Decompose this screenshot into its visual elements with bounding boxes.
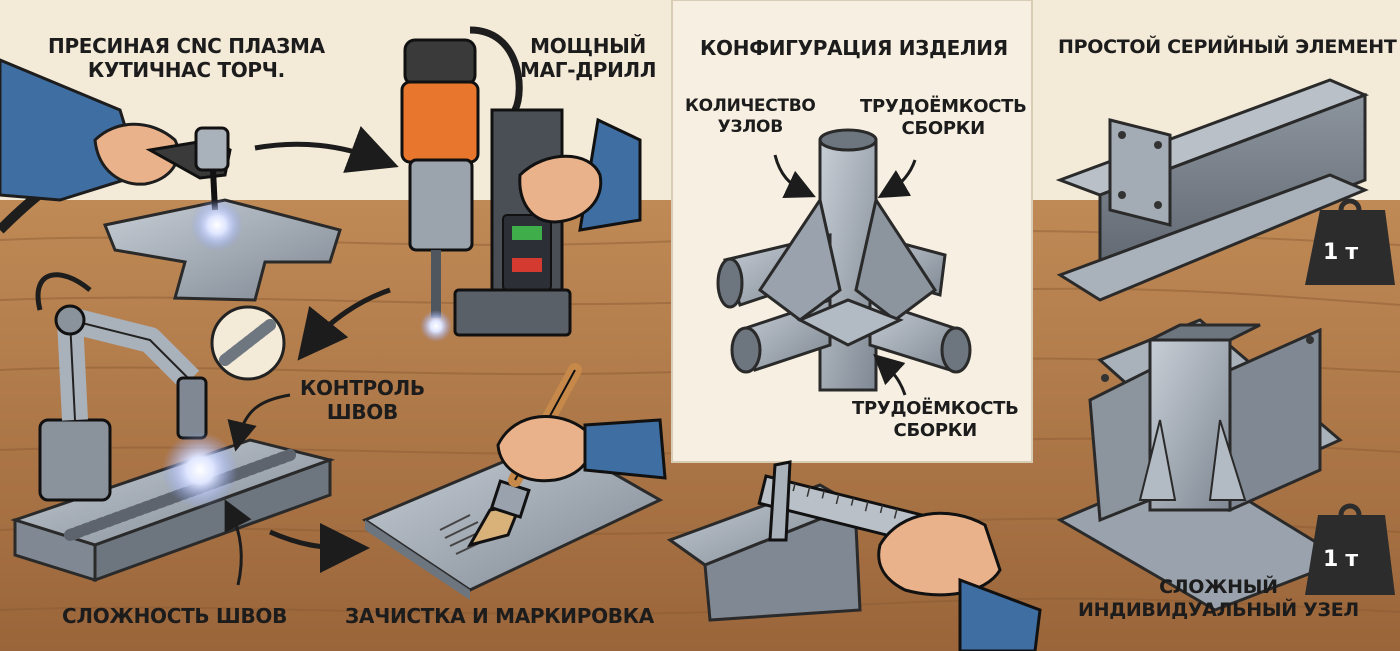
drill-spark	[420, 310, 452, 342]
arrow-nodes	[773, 154, 816, 198]
arrow-seam-control	[227, 393, 291, 452]
beam-bottom-flange	[1056, 173, 1369, 302]
drill-gearbox	[408, 158, 474, 252]
cleaning-sleeve	[583, 418, 667, 480]
drill-scene	[400, 26, 642, 342]
cleaning-label: ЗАЧИСТКА И МАРКИРОВКА	[345, 604, 654, 628]
drill-motor-cap	[403, 38, 477, 87]
robot-base	[38, 418, 112, 502]
arrow-to-cleaning	[269, 522, 370, 573]
weight-icon-simple	[1305, 210, 1395, 285]
drill-motor-body	[400, 80, 480, 164]
drill-label: МОЩНЫЙ МАГ-ДРИЛЛ	[520, 34, 656, 83]
node-base-plate	[796, 298, 904, 347]
drill-magnet-base	[453, 288, 572, 337]
arrow-labor-bottom	[873, 353, 907, 396]
nodes-line1: КОЛИЧЕСТВО	[685, 96, 816, 116]
simple-beam-drawing	[1055, 78, 1370, 302]
config-title: КОНФИГУРАЦИЯ ИЗДЕЛИЯ	[700, 36, 1008, 60]
cleaning-scene	[361, 363, 667, 600]
caliper-sleeve	[958, 577, 1042, 651]
arrow-to-welding	[297, 287, 391, 361]
drill-operator-hand	[518, 154, 603, 224]
seam-control-line1: КОНТРОЛЬ	[300, 376, 425, 400]
labor-top-line2: СБОРКИ	[901, 117, 986, 139]
complex-line2: ИНДИВИДУАЛЬНЫЙ УЗЕЛ	[1078, 599, 1359, 622]
cleaning-hand	[496, 415, 593, 483]
caliper-scene	[666, 460, 1042, 651]
drill-red-button	[512, 258, 542, 272]
seam-control-label: КОНТРОЛЬ ШВОВ	[300, 376, 425, 425]
labor-bottom-line1: ТРУДОЁМКОСТЬ	[852, 398, 1019, 419]
labor-bottom-label: ТРУДОЁМКОСТЬ СБОРКИ	[852, 398, 1019, 442]
seam-complexity-label: СЛОЖНОСТЬ ШВОВ	[62, 604, 288, 628]
caliper-jaw	[768, 460, 792, 542]
labor-bottom-line2: СБОРКИ	[893, 419, 978, 441]
arrow-to-drill	[254, 126, 399, 173]
plasma-label-line2: КУТИЧНАС ТОРЧ.	[87, 58, 285, 83]
config-node-drawing	[716, 128, 972, 392]
weld-spark	[162, 432, 238, 508]
plasma-label: ПРЕСИНАЯ CNC ПЛАЗМА КУТИЧНАС ТОРЧ.	[48, 34, 325, 83]
drill-green-button	[512, 226, 542, 240]
plasma-label-line1: ПРЕСИНАЯ CNC ПЛАЗМА	[48, 34, 325, 58]
arrow-seam-complexity	[224, 499, 252, 586]
drill-label-line1: МОЩНЫЙ	[530, 34, 646, 58]
drill-label-line2: МАГ-ДРИЛЛ	[520, 58, 657, 83]
weight-label-simple: 1 т	[1323, 240, 1358, 265]
torch-head	[194, 126, 230, 172]
drill-cable	[469, 26, 523, 112]
labor-top-line1: ТРУДОЁМКОСТЬ	[860, 96, 1027, 117]
seam-control-line2: ШВОВ	[326, 400, 398, 425]
robot-joint	[54, 304, 86, 336]
robot-torch	[176, 376, 208, 440]
weight-icon-complex	[1305, 515, 1395, 595]
complex-line1: СЛОЖНЫЙ	[1159, 576, 1278, 598]
arrow-labor-top	[877, 159, 917, 199]
welding-scene	[10, 272, 336, 583]
nodes-line2: УЗЛОВ	[717, 116, 784, 137]
operator-hand	[93, 122, 180, 186]
plasma-spark	[191, 199, 243, 251]
complex-node-label: СЛОЖНЫЙ ИНДИВИДУАЛЬНЫЙ УЗЕЛ	[1078, 576, 1359, 622]
plasma-scene	[0, 58, 342, 302]
caliper-hand	[877, 511, 1002, 597]
nodes-label: КОЛИЧЕСТВО УЗЛОВ	[685, 96, 816, 137]
labor-top-label: ТРУДОЁМКОСТЬ СБОРКИ	[860, 96, 1027, 140]
simple-element-title: ПРОСТОЙ СЕРИЙНЫЙ ЭЛЕМЕНТ	[1058, 36, 1397, 58]
weight-label-complex: 1 т	[1323, 547, 1358, 572]
